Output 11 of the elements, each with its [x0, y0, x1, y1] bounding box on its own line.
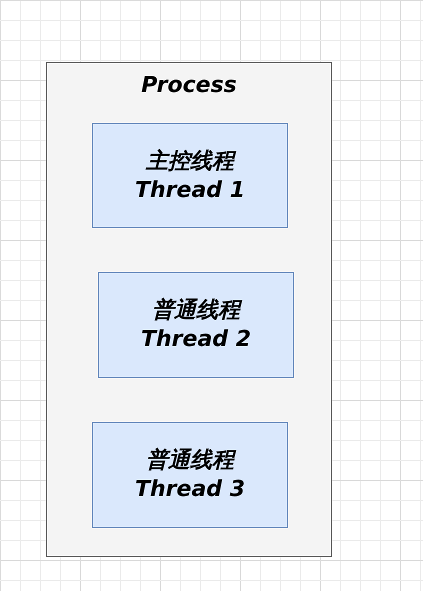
process-title: Process	[140, 72, 238, 100]
thread-name-label: Thread 2	[140, 326, 252, 354]
thread-name-label: Thread 1	[134, 176, 246, 204]
thread-role-label: 主控线程	[93, 146, 287, 176]
process-container	[46, 62, 332, 557]
thread-box	[92, 422, 288, 528]
thread-name-label: Thread 3	[134, 476, 246, 504]
thread-role-label: 普通线程	[93, 446, 287, 475]
thread-role-label: 普通线程	[99, 296, 293, 325]
thread-box	[92, 123, 288, 228]
thread-box	[98, 272, 294, 378]
